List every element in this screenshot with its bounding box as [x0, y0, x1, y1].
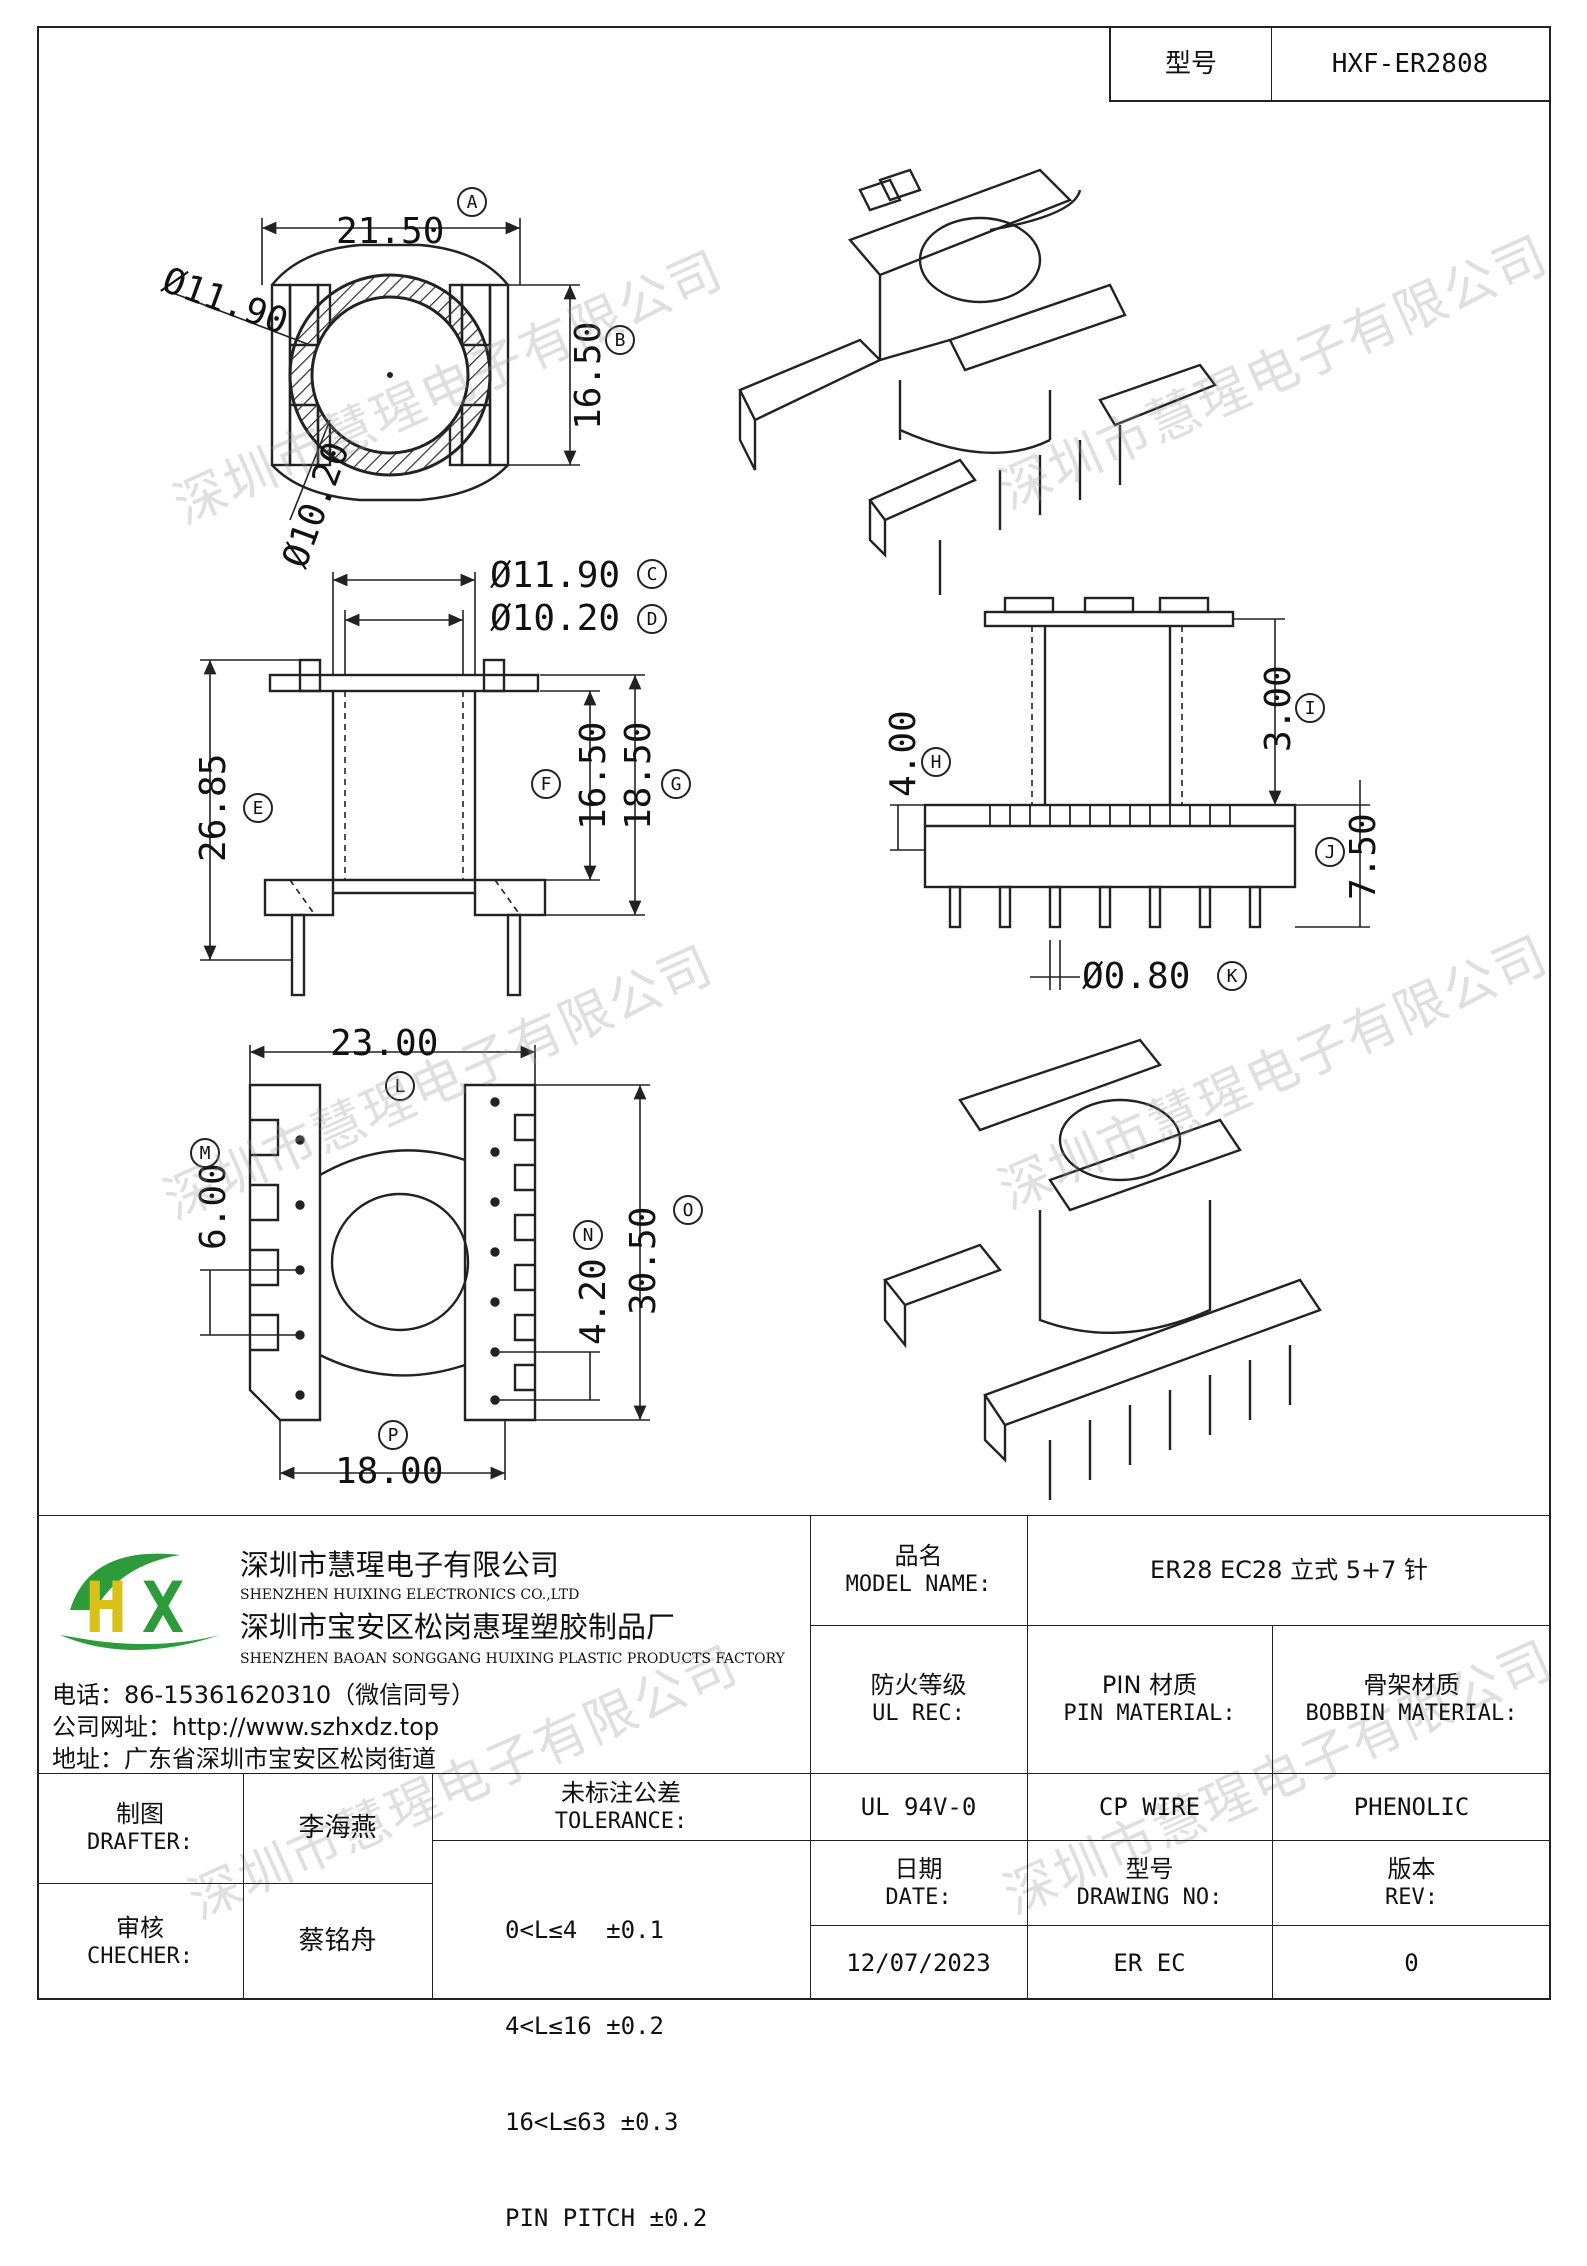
letter-c: C [647, 564, 658, 585]
dim-k-value: Ø0.80 [1082, 956, 1190, 997]
letter-g: G [671, 774, 682, 795]
dim-top-outer: Ø11.90 [157, 260, 293, 343]
bobbin-material-label-en: BOBBIN MATERIAL: [1305, 1701, 1518, 1727]
drawing-border [37, 26, 1551, 2000]
checker-label-en: CHECHER: [87, 1943, 193, 1969]
factory-name-en: SHENZHEN BAOAN SONGGANG HUIXING PLASTIC … [240, 1651, 785, 1667]
letter-k: K [1227, 966, 1238, 987]
letter-l: L [395, 1076, 406, 1097]
dim-h-value: 4.00 [883, 710, 924, 797]
drawing-no-label: 型号 DRAWING NO: [1027, 1840, 1272, 1925]
checker-name: 蔡铭舟 [298, 1926, 377, 1957]
tolerance-row: 16<L≤63 ±0.3 [505, 2108, 679, 2136]
date-value: 12/07/2023 [846, 1948, 991, 1977]
dim-n-value: 4.20 [573, 1258, 614, 1345]
pin-material-value: CP WIRE [1098, 1792, 1201, 1821]
dim-l-value: 23.00 [330, 1023, 438, 1064]
model-name-label-en: MODEL NAME: [845, 1572, 992, 1598]
dim-a-value: 21.50 [336, 211, 444, 252]
rev-value: 0 [1404, 1948, 1419, 1977]
side-view [890, 596, 1370, 990]
tolerance-row: 4<L≤16 ±0.2 [505, 2012, 664, 2040]
letter-n: N [583, 1225, 594, 1246]
drafter-label-cn: 制图 [116, 1800, 164, 1829]
date-label-en: DATE: [885, 1884, 952, 1910]
drawing-no-label-cn: 型号 [1125, 1854, 1174, 1883]
dim-b-value: 16.50 [568, 322, 609, 430]
bottom-view [200, 1045, 650, 1480]
dim-i-value: 3.00 [1258, 665, 1299, 752]
dim-d-value: Ø10.20 [490, 598, 620, 639]
dim-p-value: 18.00 [335, 1451, 443, 1492]
date-label-cn: 日期 [894, 1854, 943, 1883]
checker-label: 审核 CHECHER: [37, 1883, 243, 2000]
dim-j-value: 7.50 [1343, 813, 1384, 900]
drafter-name: 李海燕 [298, 1812, 377, 1843]
model-name-value: ER28 EC28 立式 5+7 针 [1149, 1556, 1428, 1584]
dim-e-value: 26.85 [193, 754, 234, 862]
drafter-label-en: DRAFTER: [87, 1830, 193, 1856]
checker-label-cn: 审核 [116, 1913, 164, 1942]
letter-a: A [467, 192, 478, 213]
dim-g-value: 18.50 [618, 722, 659, 830]
iso-view-bottom [883, 1038, 1322, 1500]
model-box-value: HXF-ER2808 [1331, 48, 1489, 79]
letter-e: E [253, 798, 264, 819]
company-name-cn: 深圳市慧瑆电子有限公司 [240, 1548, 560, 1582]
model-name-label-cn: 品名 [894, 1542, 943, 1571]
drawing-no-label-en: DRAWING NO: [1076, 1884, 1223, 1910]
dim-m-value: 6.00 [193, 1163, 234, 1250]
company-phone: 电话：86-15361620310（微信同号） [52, 1681, 476, 1709]
ul-label-en: UL REC: [872, 1701, 965, 1727]
iso-view-top [738, 168, 1217, 595]
letter-p: P [388, 1425, 399, 1446]
tolerance-label: 未标注公差 TOLERANCE: [432, 1773, 810, 1840]
company-website: 公司网址：http://www.szhxdz.top [52, 1713, 440, 1741]
company-address: 地址：广东省深圳市宝安区松岗街道 [52, 1745, 436, 1773]
company-logo: H X [50, 1540, 230, 1660]
svg-text:H: H [85, 1567, 127, 1649]
letter-b: B [615, 330, 626, 351]
drawing-no-value: ER EC [1113, 1948, 1186, 1977]
letter-h: H [931, 752, 942, 773]
dim-top-inner: Ø10.20 [275, 437, 358, 573]
model-box: 型号 HXF-ER2808 [1109, 26, 1551, 102]
ul-value: UL 94V-0 [860, 1792, 977, 1821]
rev-label-en: REV: [1385, 1884, 1438, 1910]
model-box-label: 型号 [1164, 48, 1217, 79]
letter-m: M [200, 1143, 211, 1164]
date-label: 日期 DATE: [810, 1840, 1027, 1925]
drafter-label: 制图 DRAFTER: [37, 1773, 243, 1883]
ul-label-cn: 防火等级 [870, 1671, 967, 1700]
dim-o-value: 30.50 [623, 1207, 664, 1315]
letter-o: O [683, 1200, 694, 1221]
dim-f-value: 16.50 [573, 722, 614, 830]
tolerance-label-cn: 未标注公差 [561, 1778, 681, 1807]
pin-material-label-cn: PIN 材质 [1101, 1671, 1198, 1700]
rev-label: 版本 REV: [1272, 1840, 1551, 1925]
bobbin-material-value: PHENOLIC [1353, 1792, 1470, 1821]
technical-drawing: 21.50 16.50 Ø11.90 Ø10.20 Ø11.90 Ø10.20 … [157, 168, 1384, 1500]
svg-text:X: X [142, 1567, 184, 1649]
letter-f: F [541, 774, 552, 795]
tolerance-list: 0<L≤4 ±0.1 4<L≤16 ±0.2 16<L≤63 ±0.3 PIN … [505, 1850, 707, 2266]
bobbin-material-label: 骨架材质 BOBBIN MATERIAL: [1272, 1625, 1551, 1773]
letter-d: D [647, 609, 658, 630]
pin-material-label-en: PIN MATERIAL: [1063, 1701, 1236, 1727]
letter-i: I [1305, 698, 1316, 719]
rev-label-cn: 版本 [1387, 1854, 1436, 1883]
company-name-en: SHENZHEN HUIXING ELECTRONICS CO.,LTD [240, 1587, 580, 1603]
factory-name-cn: 深圳市宝安区松岗惠瑆塑胶制品厂 [240, 1610, 676, 1644]
front-view [200, 572, 645, 997]
ul-label: 防火等级 UL REC: [810, 1625, 1027, 1773]
dim-c-value: Ø11.90 [490, 555, 620, 596]
bobbin-material-label-cn: 骨架材质 [1363, 1671, 1460, 1700]
letter-j: J [1325, 842, 1336, 863]
tolerance-row: 0<L≤4 ±0.1 [505, 1916, 664, 1944]
model-name-label: 品名 MODEL NAME: [810, 1515, 1027, 1625]
top-view [164, 218, 580, 521]
pin-material-label: PIN 材质 PIN MATERIAL: [1027, 1625, 1272, 1773]
tolerance-row: PIN PITCH ±0.2 [505, 2204, 708, 2232]
tolerance-label-en: TOLERANCE: [554, 1808, 688, 1834]
